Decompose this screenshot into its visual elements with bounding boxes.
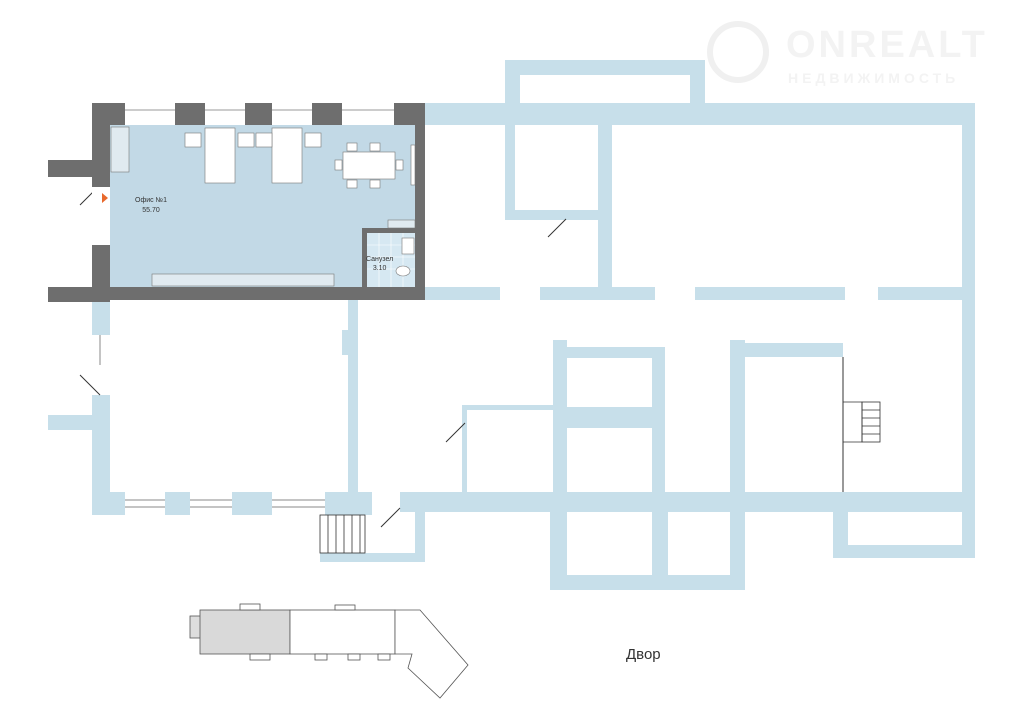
room-label-bathroom: Санузел 3.10 [366,256,393,272]
room-name: Офис №1 [135,197,167,204]
room-name: Санузел [366,256,394,263]
room-area: 55.70 [142,207,160,214]
logo-tagline: НЕДВИЖИМОСТЬ [788,70,960,86]
room-label-office-1: Офис №1 55.70 [135,197,167,214]
entrance-marker [102,193,108,203]
logo: ONREALT НЕДВИЖИМОСТЬ [708,20,1008,90]
yard-label: Двор [626,646,661,663]
stairs [319,401,881,554]
windows [99,335,325,508]
site-minimap [189,603,469,699]
logo-brand: ONREALT [786,24,988,66]
walls [48,60,975,590]
logo-mark [707,21,769,83]
room-area: 3.10 [372,265,387,272]
office-1 [48,103,425,302]
